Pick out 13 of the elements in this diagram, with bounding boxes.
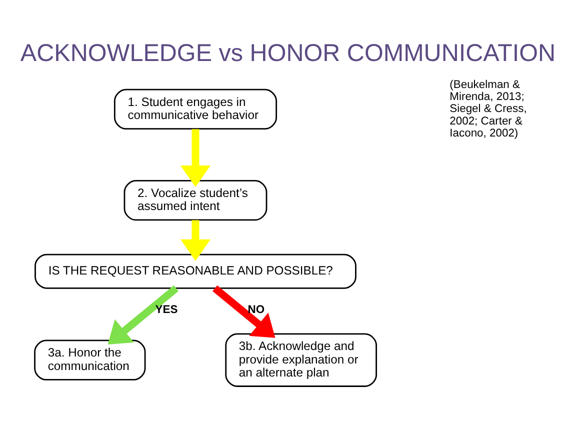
edge-label: NO [248, 304, 265, 316]
arrow [212, 285, 276, 338]
node-box: 2. Vocalize student’s assumed intent [124, 180, 268, 221]
node-box: IS THE REQUEST REASONABLE AND POSSIBLE? [34, 254, 356, 289]
node-box: 3a. Honor the communication [34, 340, 146, 380]
label: (Beukelman & Mirenda, 2013; Siegel & Cress, 2002; Carter & Iacono, 2002) [450, 78, 527, 140]
node-box: 1. Student engages in communicative behavior [114, 88, 278, 130]
arrow [180, 129, 211, 188]
arrow [180, 220, 211, 261]
arrow [108, 285, 178, 344]
diagram-title: ACKNOWLEDGE vs HONOR COMMUNICATION [20, 40, 556, 67]
node-box: 3b. Acknowledge and provide explanation or an alternate plan [225, 333, 377, 387]
edge-label: YES [155, 304, 178, 316]
